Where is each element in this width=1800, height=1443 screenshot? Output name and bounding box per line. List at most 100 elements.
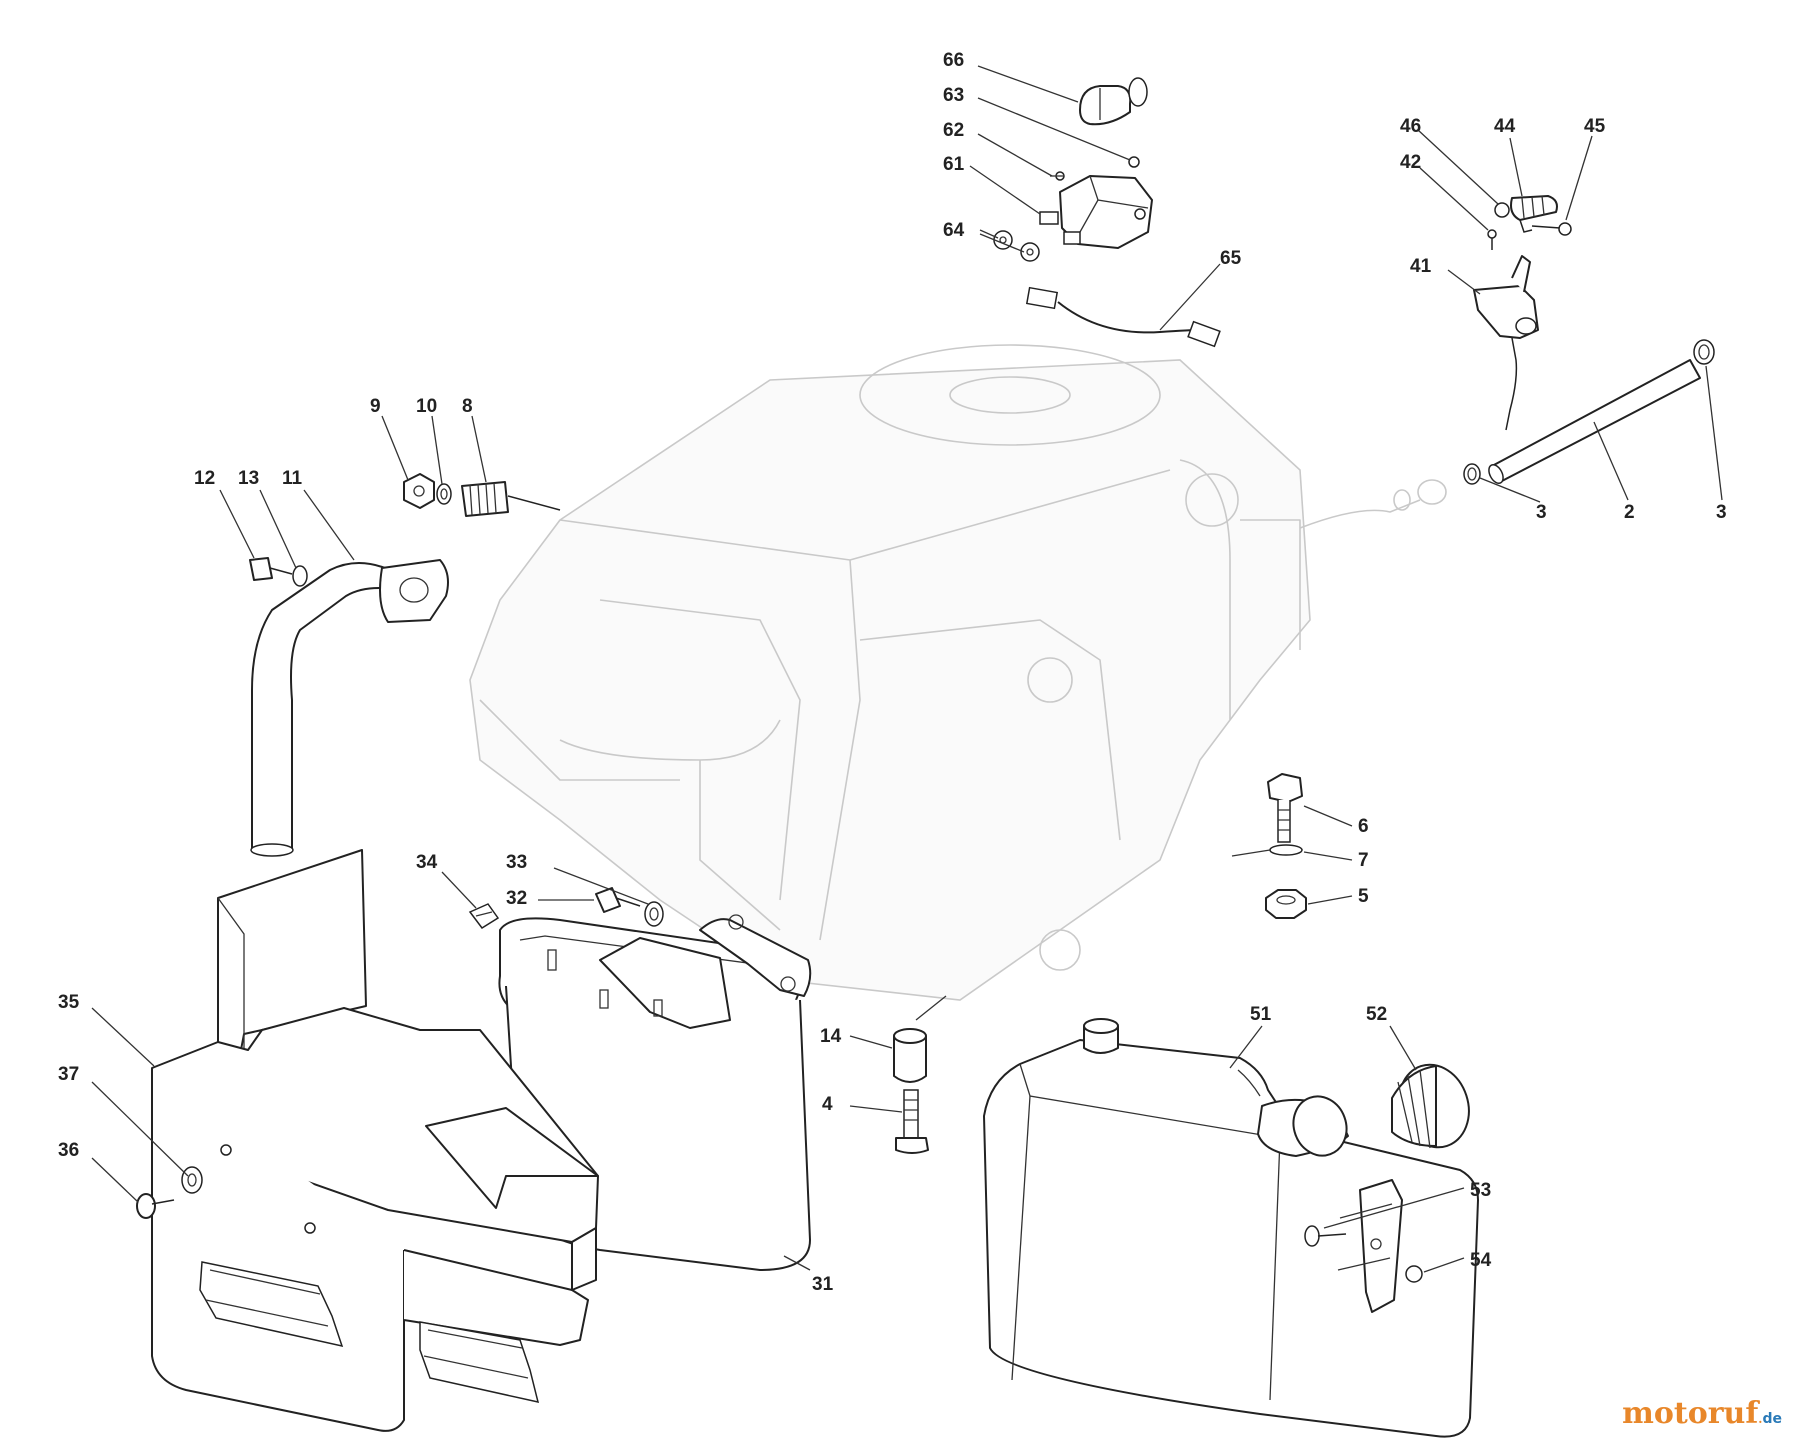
watermark-tld: de bbox=[1762, 1411, 1782, 1427]
parts-layer bbox=[136, 77, 1715, 1438]
leader-9 bbox=[381, 415, 409, 481]
leader-4 bbox=[849, 1105, 903, 1113]
callout-66: 66 bbox=[943, 50, 964, 71]
callout-44: 44 bbox=[1494, 116, 1516, 137]
leader-12 bbox=[219, 489, 255, 559]
part-14-spacer bbox=[893, 1028, 927, 1083]
callout-51: 51 bbox=[1250, 1004, 1272, 1025]
leader-52 bbox=[1389, 1025, 1417, 1071]
leader-66 bbox=[977, 65, 1079, 103]
leader-54 bbox=[1423, 1257, 1465, 1273]
leader-62 bbox=[977, 133, 1053, 177]
part-51-fuel-tank bbox=[983, 1018, 1479, 1438]
callout-36: 36 bbox=[58, 1140, 79, 1161]
callout-11: 11 bbox=[282, 468, 303, 489]
leader-6 bbox=[1303, 805, 1353, 827]
callout-63: 63 bbox=[943, 85, 964, 106]
part-10-washer bbox=[436, 483, 452, 505]
callout-34: 34 bbox=[416, 852, 438, 873]
callout-35: 35 bbox=[58, 992, 80, 1013]
callout-32: 32 bbox=[506, 888, 527, 909]
part-9-nut bbox=[403, 473, 435, 509]
leader-31 bbox=[783, 1255, 811, 1271]
leader-13 bbox=[259, 489, 297, 569]
leader-42 bbox=[1419, 167, 1489, 231]
leader-8 bbox=[471, 415, 487, 483]
part-42-screw bbox=[1487, 229, 1497, 250]
leader-53 bbox=[1323, 1187, 1465, 1229]
watermark-dot: . bbox=[1758, 1412, 1763, 1426]
leader-10 bbox=[431, 415, 443, 485]
callout-3a: 3 bbox=[1536, 502, 1547, 523]
callout-61: 61 bbox=[943, 154, 965, 175]
callout-10: 10 bbox=[416, 396, 437, 417]
callout-65: 65 bbox=[1220, 248, 1242, 269]
leader-14 bbox=[849, 1035, 893, 1049]
callout-4: 4 bbox=[822, 1094, 833, 1115]
watermark-main: motoruf bbox=[1622, 1396, 1759, 1431]
callout-33: 33 bbox=[506, 852, 527, 873]
callout-46: 46 bbox=[1400, 116, 1421, 137]
leader-lines bbox=[91, 65, 1723, 1273]
callout-labels: 66 63 62 61 64 65 46 44 45 42 41 3 2 3 9… bbox=[58, 50, 1727, 1295]
leader-44 bbox=[1509, 137, 1523, 197]
motoruf-watermark: motoruf.de bbox=[1622, 1396, 1782, 1431]
part-6-bolt bbox=[1267, 773, 1303, 843]
part-45-screw bbox=[1531, 222, 1572, 236]
part-36-screw bbox=[136, 1193, 175, 1219]
leader-36 bbox=[91, 1157, 139, 1203]
callout-62: 62 bbox=[943, 120, 964, 141]
leader-5 bbox=[1307, 895, 1353, 905]
part-64-nuts bbox=[993, 230, 1040, 262]
leader-51 bbox=[1229, 1025, 1263, 1069]
part-46-washer bbox=[1494, 202, 1510, 218]
engine-fuel-line-ghost bbox=[1299, 479, 1447, 529]
leader-7 bbox=[1303, 851, 1353, 861]
callout-14: 14 bbox=[820, 1026, 842, 1047]
callout-3b: 3 bbox=[1716, 502, 1727, 523]
callout-12: 12 bbox=[194, 468, 215, 489]
callout-6: 6 bbox=[1358, 816, 1369, 837]
callout-42: 42 bbox=[1400, 152, 1421, 173]
part-5-nut bbox=[1265, 889, 1307, 919]
leader-34 bbox=[441, 871, 477, 909]
callout-53: 53 bbox=[1470, 1180, 1491, 1201]
part-32-bolt bbox=[595, 887, 641, 913]
part-3-clamp-b bbox=[1693, 339, 1715, 365]
leader-engine-mount bbox=[1231, 849, 1271, 857]
part-7-washer bbox=[1269, 844, 1303, 856]
leader-46 bbox=[1417, 129, 1499, 205]
callout-7: 7 bbox=[1358, 850, 1369, 871]
part-13-washer bbox=[292, 565, 308, 587]
part-11-exhaust-pipe bbox=[250, 559, 449, 857]
leader-45 bbox=[1565, 135, 1593, 221]
callout-8: 8 bbox=[462, 396, 473, 417]
part-8-stud bbox=[461, 481, 561, 517]
part-61-solenoid bbox=[1039, 171, 1153, 249]
callout-41: 41 bbox=[1410, 256, 1432, 277]
leader-2 bbox=[1593, 421, 1629, 501]
part-53-bracket bbox=[1304, 1179, 1403, 1313]
engine-block-ghost bbox=[469, 344, 1311, 1001]
callout-2: 2 bbox=[1624, 502, 1635, 523]
part-44-valve bbox=[1510, 195, 1558, 233]
part-4-bolt bbox=[895, 1089, 929, 1154]
callout-37: 37 bbox=[58, 1064, 79, 1085]
leader-3b bbox=[1705, 365, 1723, 501]
part-34-clip bbox=[468, 903, 500, 930]
leader-65 bbox=[1159, 263, 1221, 331]
part-41-fuel-tap bbox=[1473, 255, 1539, 431]
part-33-washer bbox=[644, 901, 664, 927]
callout-9: 9 bbox=[370, 396, 381, 417]
callout-64: 64 bbox=[943, 220, 965, 241]
leader-3a bbox=[1479, 477, 1541, 503]
part-37-washer bbox=[181, 1166, 203, 1194]
callout-31: 31 bbox=[812, 1274, 834, 1295]
leader-61 bbox=[969, 165, 1041, 215]
callout-5: 5 bbox=[1358, 886, 1369, 907]
callout-45: 45 bbox=[1584, 116, 1606, 137]
leader-63 bbox=[977, 97, 1131, 161]
callout-52: 52 bbox=[1366, 1004, 1387, 1025]
part-2-hose bbox=[1488, 359, 1701, 485]
